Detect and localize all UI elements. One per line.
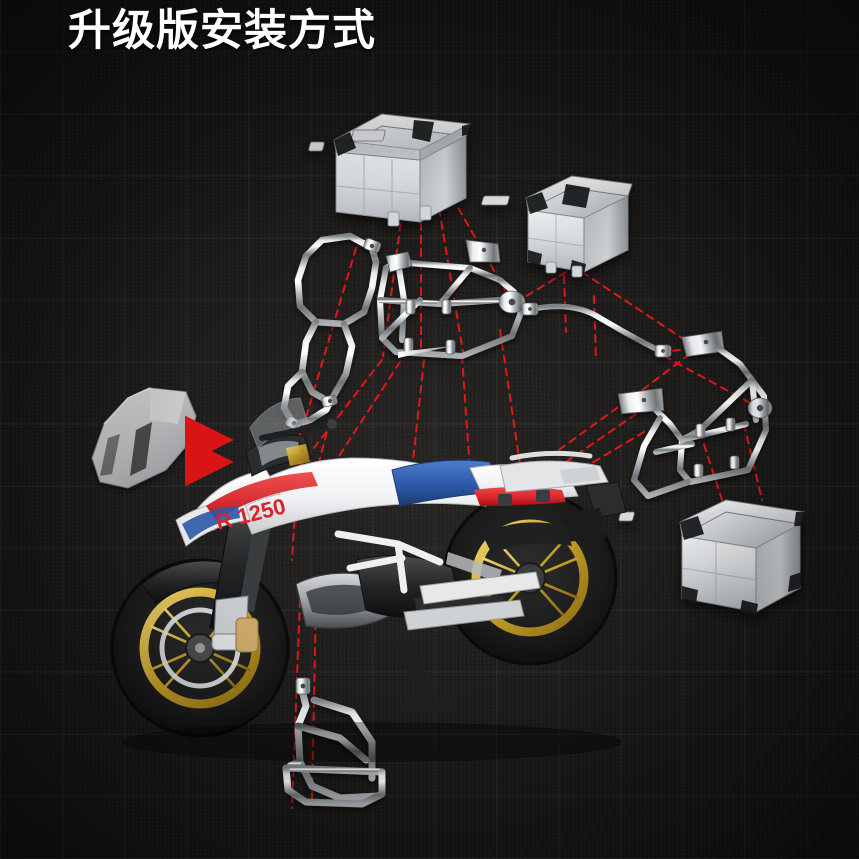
hotspot-aluminium-top-case-large[interactable] xyxy=(330,92,475,230)
hotspot-aluminium-side-case-lower[interactable] xyxy=(676,497,806,617)
page-title: 升级版安装方式 xyxy=(68,7,376,55)
hotspot-rack-cross-brace-tube[interactable] xyxy=(520,292,672,362)
hotspot-motorcycle[interactable] xyxy=(112,398,632,738)
hotspot-aluminium-side-case-upper[interactable] xyxy=(522,172,636,276)
hotspot-pannier-rack-left[interactable] xyxy=(374,238,529,364)
